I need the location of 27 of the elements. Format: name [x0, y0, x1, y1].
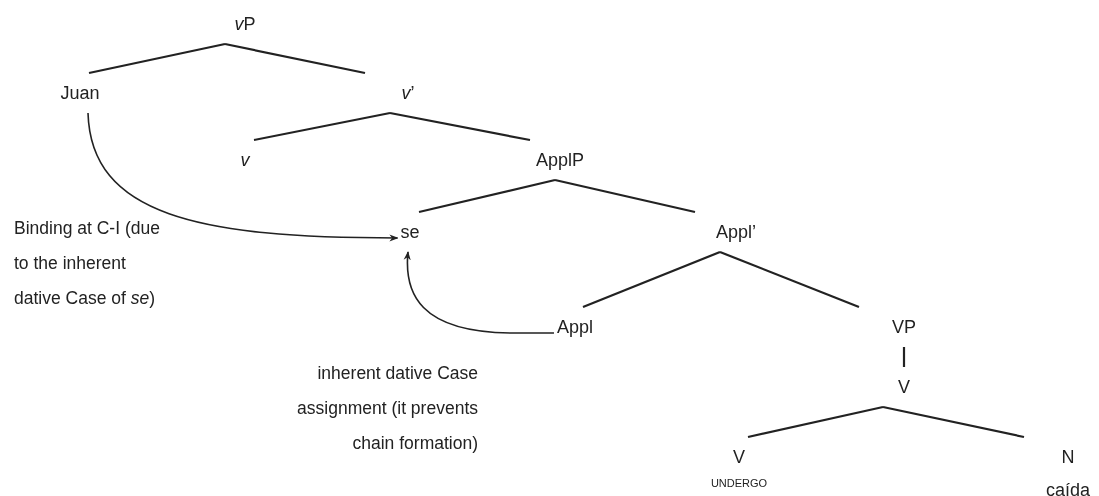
tree-node-label: se — [397, 212, 423, 252]
tree-branch-line — [88, 42, 226, 75]
tree-node-label: v’ — [398, 73, 418, 113]
curved-arrow — [87, 112, 399, 242]
tree-branch-line — [582, 250, 721, 309]
tree-branch-line — [253, 111, 391, 142]
tree-branch-line — [554, 178, 696, 214]
tree-branch-line — [882, 405, 1025, 439]
tree-branch-line — [719, 250, 860, 309]
tree-branch-line — [418, 178, 556, 214]
tree-node-label: Appl — [554, 307, 596, 347]
tree-node-label: ApplP — [533, 140, 587, 180]
tree-node-label: VP — [889, 307, 919, 347]
tree-node-label: Appl’ — [713, 212, 759, 252]
annotation-text: inherent dative Case assignment (it prevents chain formation) — [296, 362, 478, 455]
tree-node-label: V — [895, 367, 913, 407]
word-gloss: UNDERGO — [710, 476, 768, 491]
tree-branch-line — [747, 405, 884, 439]
tree-node-label: vP — [231, 4, 259, 44]
curved-arrow — [403, 251, 555, 334]
tree-node-label: Juan — [57, 73, 103, 113]
tree-node-label: v — [237, 140, 253, 180]
word-gloss: caída — [1046, 480, 1090, 496]
tree-branch-line — [389, 111, 531, 142]
tree-branch-line — [224, 42, 366, 75]
tree-branch-line — [902, 347, 906, 367]
annotation-text: Binding at C-I (due to the inherent dative Case of se) — [14, 217, 161, 310]
